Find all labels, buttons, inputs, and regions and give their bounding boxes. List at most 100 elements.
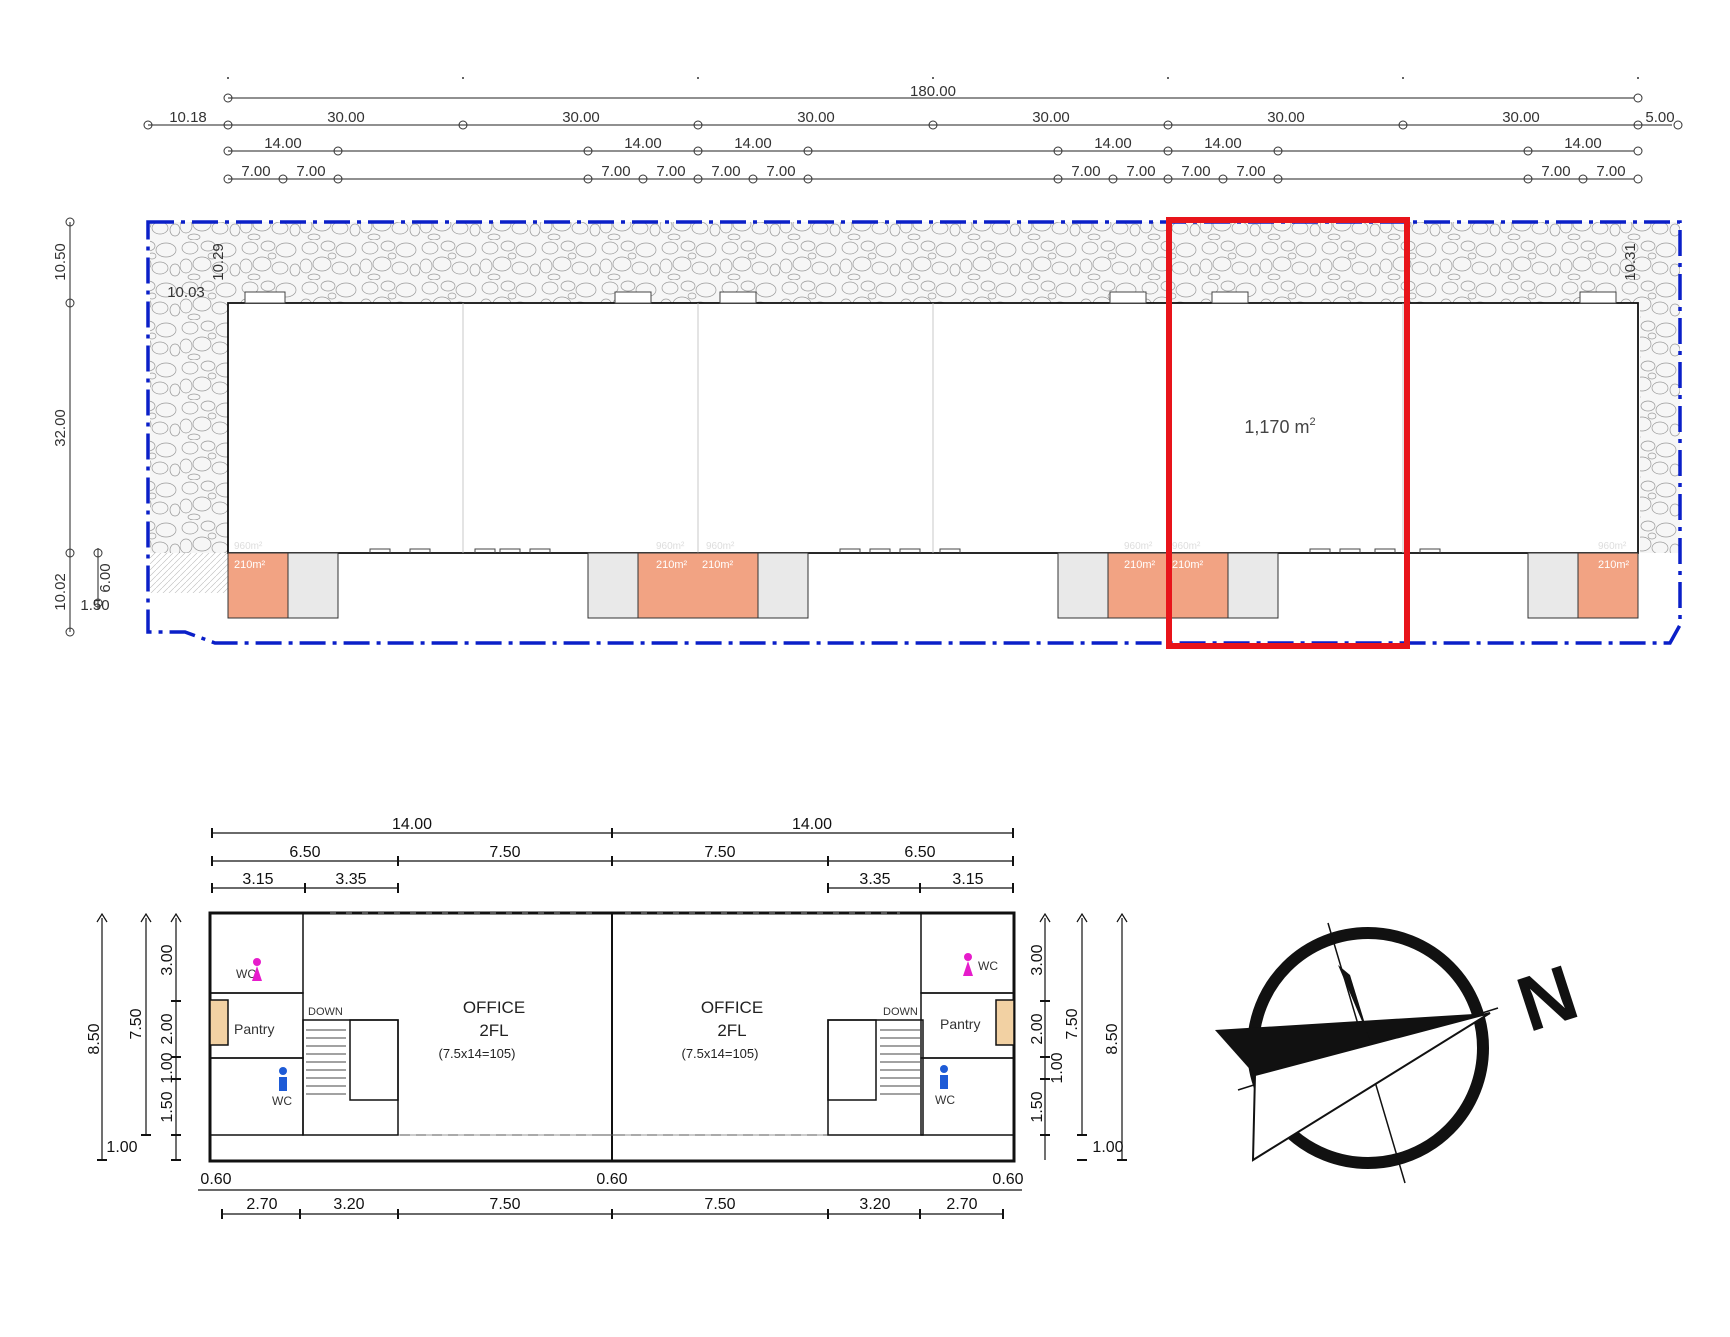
office-title: OFFICE xyxy=(463,998,525,1017)
pantry-label: Pantry xyxy=(940,1016,980,1032)
dim-label: 14.00 xyxy=(264,135,302,152)
left-service-core xyxy=(209,912,399,1136)
dim-label: 0.60 xyxy=(200,1171,231,1188)
stair-treads-right xyxy=(880,1029,920,1095)
dim-label-vertical: 7.50 xyxy=(1064,1008,1081,1039)
dim-label: 7.00 xyxy=(1236,163,1265,180)
floor-top-dimension-lines xyxy=(211,828,1014,893)
dim-label-vertical: 3.00 xyxy=(159,944,176,975)
office-area: (7.5x14=105) xyxy=(682,1046,759,1061)
dim-label: 1.00 xyxy=(1092,1139,1123,1156)
bay-area-label: 960m² xyxy=(656,541,685,552)
dim-label-vertical: 10.31 xyxy=(1622,243,1639,281)
gravel-strip-left xyxy=(150,300,228,553)
dim-label: 30.00 xyxy=(562,109,600,126)
dim-label: 5.00 xyxy=(1645,109,1674,126)
wc-label: WC xyxy=(935,1093,955,1107)
dim-label: 10.18 xyxy=(169,109,207,126)
gravel-strip-right xyxy=(1640,300,1680,553)
hatch-strip xyxy=(150,553,228,593)
floor-plan: 14.00 14.00 6.50 7.50 7.50 6.50 3.15 3.3… xyxy=(86,816,1128,1219)
dimension-row-1: 10.18 30.00 30.00 30.00 30.00 30.00 30.0… xyxy=(169,109,1674,126)
dim-label: 7.50 xyxy=(489,844,520,861)
office-block: 210m² 960m² xyxy=(1527,541,1639,619)
office-floor: 2FL xyxy=(717,1021,746,1040)
gravel-strip-top xyxy=(150,222,1680,304)
male-icon-body xyxy=(279,1077,287,1091)
unit-area-label: 210m² xyxy=(1172,559,1204,571)
male-icon-body xyxy=(940,1075,948,1089)
wc-label: WC xyxy=(978,959,998,973)
office-blocks: 210m² 960m² 210m² 210m² 960m² 960m² 210m… xyxy=(227,541,1639,619)
unit-area-label: 210m² xyxy=(656,559,688,571)
site-boundary xyxy=(146,220,1682,645)
floor-bottom-dimension-lines xyxy=(198,1189,1022,1219)
office-block: 210m² 210m² 960m² 960m² xyxy=(587,541,809,619)
floor-left-dimension-lines xyxy=(96,912,182,1161)
dim-label: 7.50 xyxy=(489,1196,520,1213)
left-dimension-lines xyxy=(65,217,103,637)
office-label-left: OFFICE 2FL (7.5x14=105) xyxy=(439,998,526,1061)
dim-label: 3.20 xyxy=(333,1196,364,1213)
office-area: (7.5x14=105) xyxy=(439,1046,516,1061)
highlighted-unit[interactable] xyxy=(1166,217,1410,649)
north-arrow-icon: N xyxy=(1215,922,1588,1184)
dim-label: 14.00 xyxy=(392,816,432,833)
dim-label: 30.00 xyxy=(1032,109,1070,126)
dim-label: 7.00 xyxy=(766,163,795,180)
down-label: DOWN xyxy=(883,1006,918,1018)
wc-label: WC xyxy=(236,967,256,981)
office-block: 210m² 960m² xyxy=(227,541,339,619)
dim-label: 7.00 xyxy=(711,163,740,180)
dim-label: 3.15 xyxy=(242,871,273,888)
female-icon xyxy=(253,958,261,966)
dim-label: 1.00 xyxy=(106,1139,137,1156)
female-icon-body xyxy=(963,961,973,976)
bottom-doors xyxy=(369,548,1441,553)
dim-label-vertical: 2.00 xyxy=(159,1013,176,1044)
dim-label-vertical: 32.00 xyxy=(52,409,69,447)
dim-label: 14.00 xyxy=(1564,135,1602,152)
dim-label-vertical: 8.50 xyxy=(1104,1023,1121,1054)
floor-right-dimension-lines xyxy=(1039,912,1128,1161)
dim-label-vertical: 1.00 xyxy=(1049,1052,1066,1083)
bay-area-label: 960m² xyxy=(1172,541,1201,552)
unit-area-label: 210m² xyxy=(234,559,266,571)
dim-label: 7.00 xyxy=(1071,163,1100,180)
dim-label: 3.35 xyxy=(859,871,890,888)
highlight-area-label: 1,170 m2 xyxy=(1244,416,1315,437)
dim-label: 7.00 xyxy=(1596,163,1625,180)
dim-label: 14.00 xyxy=(734,135,772,152)
bay-area-label: 960m² xyxy=(1598,541,1627,552)
stair-treads-left xyxy=(306,1029,346,1095)
dim-label: 1.50 xyxy=(80,597,109,614)
dim-label: 14.00 xyxy=(624,135,662,152)
dim-label-vertical: 10.02 xyxy=(52,573,69,611)
dim-label-vertical: 1.00 xyxy=(159,1052,176,1083)
dim-label: 7.00 xyxy=(296,163,325,180)
male-icon xyxy=(940,1065,948,1073)
dim-label: 0.60 xyxy=(992,1171,1023,1188)
dim-label: 3.35 xyxy=(335,871,366,888)
office-title: OFFICE xyxy=(701,998,763,1017)
right-service-core xyxy=(827,912,1015,1136)
wc-label: WC xyxy=(272,1094,292,1108)
dim-label-vertical: 2.00 xyxy=(1029,1013,1046,1044)
dim-label: 6.50 xyxy=(904,844,935,861)
female-icon-body xyxy=(252,966,262,981)
north-letter: N xyxy=(1507,948,1588,1049)
dim-label-vertical: 8.50 xyxy=(86,1023,103,1054)
dim-label-vertical: 10.29 xyxy=(210,243,227,281)
dim-label: 3.15 xyxy=(952,871,983,888)
bay-area-label: 960m² xyxy=(234,541,263,552)
down-label: DOWN xyxy=(308,1006,343,1018)
bay-area-label: 960m² xyxy=(1124,541,1153,552)
dim-label: 30.00 xyxy=(1502,109,1540,126)
unit-area-label: 210m² xyxy=(702,559,734,571)
dim-label-vertical: 6.00 xyxy=(97,563,114,592)
dim-label: 7.50 xyxy=(704,1196,735,1213)
dim-label: 2.70 xyxy=(246,1196,277,1213)
dim-label-vertical: 1.50 xyxy=(1029,1091,1046,1122)
dim-label: 14.00 xyxy=(1094,135,1132,152)
female-icon xyxy=(964,953,972,961)
